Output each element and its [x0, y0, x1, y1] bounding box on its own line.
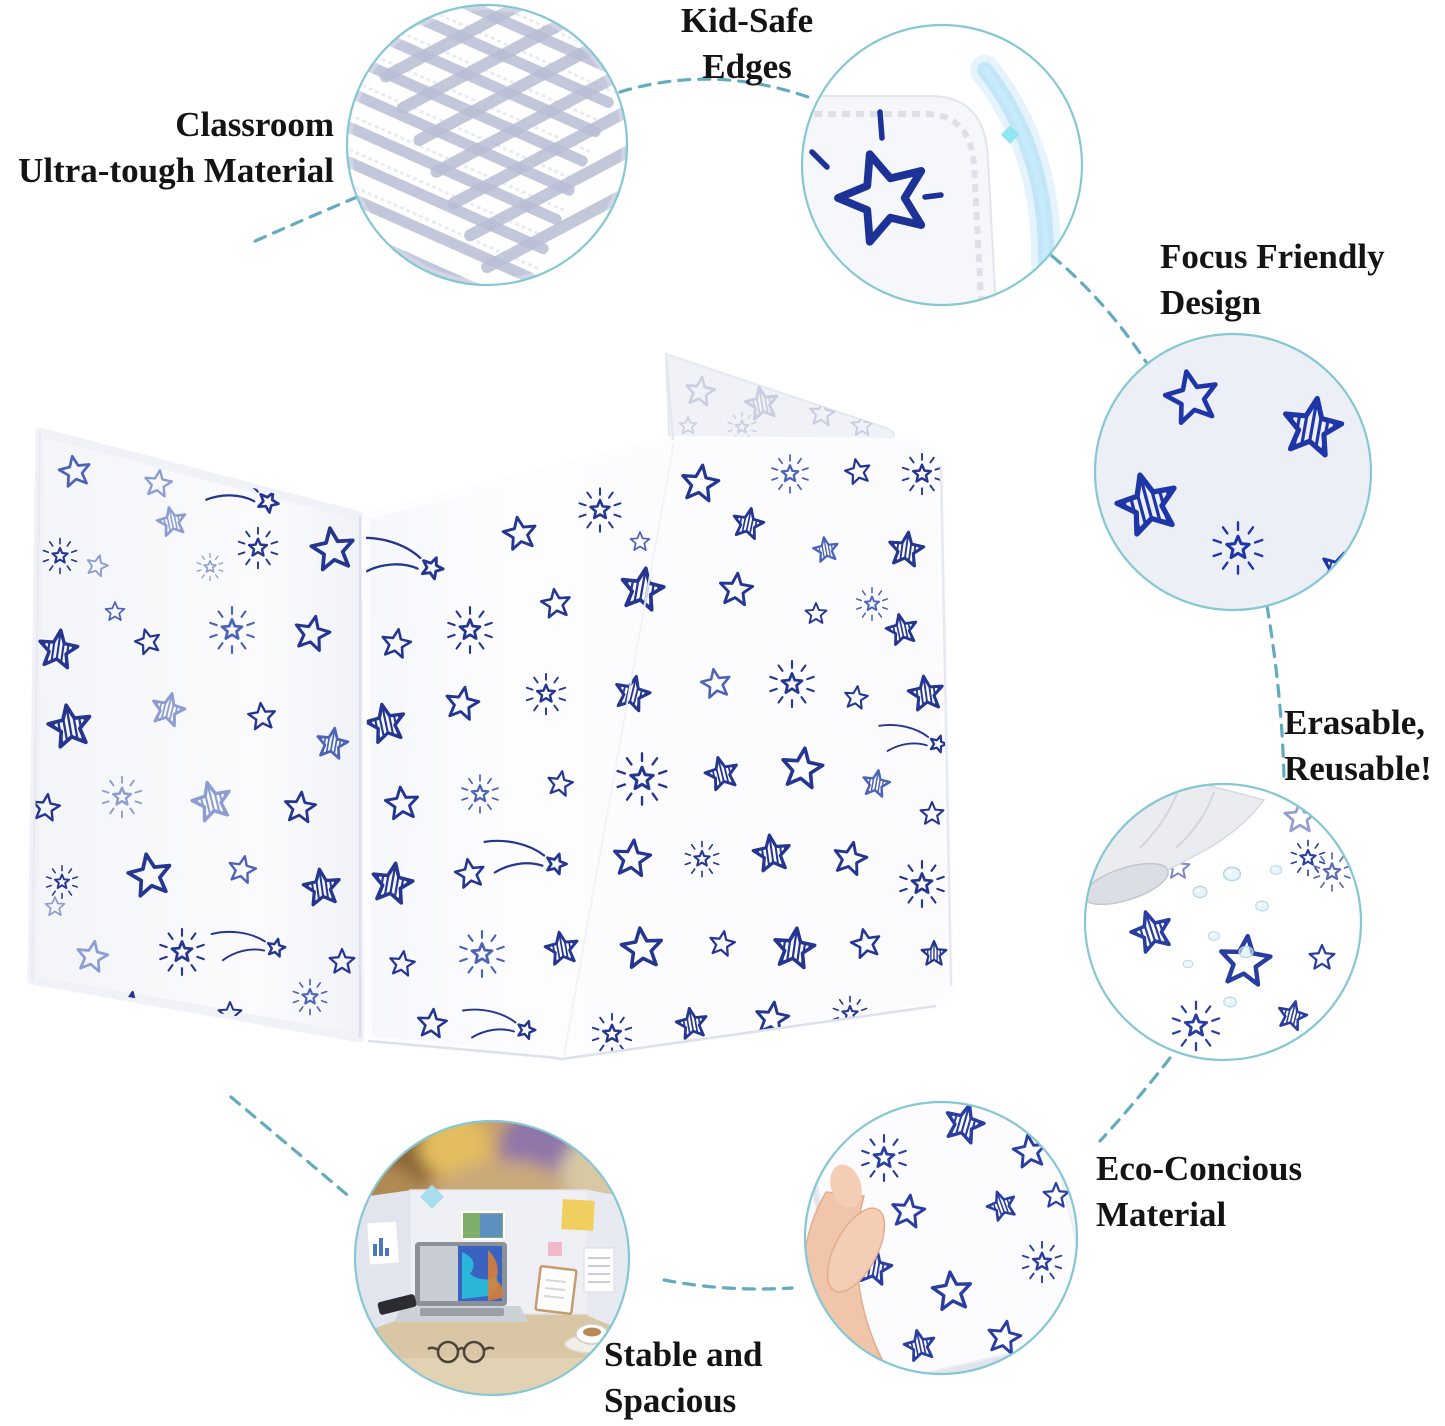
feature-line: Spacious [604, 1381, 737, 1420]
bubble-ring [1093, 332, 1373, 612]
bubble-ring [803, 1100, 1079, 1376]
left-outer-edge [31, 431, 41, 981]
feature-line: Ultra-tough Material [18, 151, 334, 190]
feature-line: Eco-Concious [1096, 1149, 1303, 1188]
feature-line: Erasable, [1284, 703, 1425, 742]
privacy-shield-product [27, 352, 956, 1063]
feature-line: Material [1096, 1195, 1227, 1234]
board-edge-texture [802, 111, 984, 301]
sparkle-dashes [809, 109, 944, 200]
feature-label-edges: Kid-Safe Edges [622, 0, 872, 90]
laptop [394, 1242, 528, 1322]
feature-label-erasable: Erasable, Reusable! [1284, 700, 1432, 792]
desk-items [377, 1264, 620, 1364]
bubble-ring [353, 1119, 631, 1397]
feature-label-material: Classroom Ultra-tough Material [18, 102, 334, 194]
erasable-wipe-bubble [1083, 782, 1363, 1062]
bubble-ring [800, 23, 1084, 307]
feature-line: Kid-Safe [680, 1, 814, 40]
feature-label-stable: Stable and Spacious [604, 1332, 763, 1424]
feature-line: Stable and [604, 1335, 763, 1374]
feature-line: Focus Friendly [1160, 237, 1385, 276]
desk-setup-bubble [353, 1119, 631, 1397]
pinned-papers-and-notes [366, 1184, 615, 1293]
feature-line: Edges [702, 47, 792, 86]
rounded-corner-illustration [802, 55, 1062, 305]
center-crease [563, 441, 675, 1056]
eco-board-bubble [803, 1100, 1079, 1376]
feature-line: Design [1160, 283, 1262, 322]
feature-line: Classroom [175, 105, 334, 144]
glint [1000, 125, 1020, 144]
bubble-ring [1083, 782, 1363, 1062]
apex-fold-edge [664, 353, 675, 441]
bubble-ring [345, 3, 629, 287]
feature-label-focus: Focus Friendly Design [1160, 234, 1385, 326]
feature-line: Reusable! [1284, 749, 1432, 788]
glasses [427, 1340, 495, 1364]
dashed-connector-arcs [229, 77, 1286, 1291]
bottom-edge-shadow [367, 1004, 937, 1061]
feature-label-eco: Eco-Concious Material [1096, 1146, 1302, 1238]
right-outer-edge [939, 465, 953, 987]
focus-pattern-bubble [1093, 332, 1373, 612]
kid-safe-corner-bubble [800, 23, 1084, 307]
